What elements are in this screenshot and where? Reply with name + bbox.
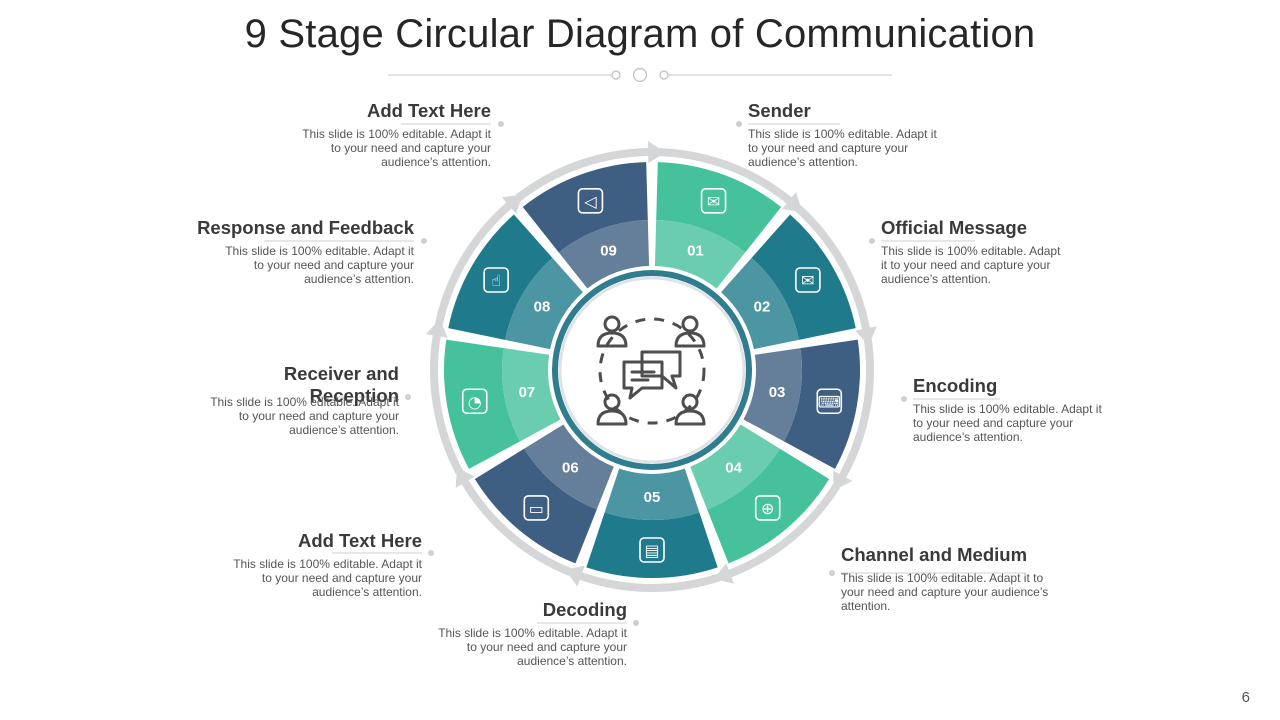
svg-text:⌨: ⌨ — [818, 392, 841, 411]
svg-text:▭: ▭ — [529, 499, 544, 518]
cycle-arrow — [434, 194, 523, 326]
label-leader-dot — [736, 121, 742, 127]
segment-number: 07 — [519, 384, 536, 401]
label-heading: Add Text Here — [297, 530, 422, 551]
label-leader-dot — [421, 238, 427, 244]
label-leader-dot — [405, 394, 411, 400]
segment-number: 03 — [769, 384, 786, 401]
label-add-text-bottom: Add Text Here This slide is 100% editabl… — [222, 530, 422, 599]
cycle-arrow — [455, 467, 572, 576]
segment-number: 01 — [687, 243, 704, 260]
cycle-arrow — [795, 205, 877, 346]
inner-ring — [552, 270, 752, 470]
label-heading: Receiver and Reception — [283, 363, 399, 406]
segment-number: 04 — [725, 459, 742, 476]
megaphone-icon: ◁ — [577, 188, 604, 214]
segment-inner — [721, 257, 799, 350]
label-leader-dot — [829, 570, 835, 576]
label-body: This slide is 100% editable. Adapt it to… — [438, 626, 627, 668]
label-leader-dot — [498, 121, 504, 127]
idea-thumbs-up-icon: ☝ — [483, 267, 509, 293]
segment-number: 08 — [534, 299, 551, 316]
label-body: This slide is 100% editable. Adapt it to… — [210, 395, 399, 437]
label-add-text-top: Add Text Here This slide is 100% editabl… — [291, 100, 491, 169]
label-heading: Add Text Here — [366, 100, 491, 121]
segment-inner — [524, 424, 614, 510]
label-leader-dot — [901, 396, 907, 402]
label-leader-dot — [428, 550, 434, 556]
chat-bubbles-icon: ▭ — [523, 495, 550, 521]
label-body: This slide is 100% editable. Adapt it to… — [881, 244, 1061, 286]
label-receiver-and-reception: Receiver and Reception This slide is 100… — [199, 363, 399, 437]
segment-inner — [604, 468, 700, 520]
code-monitor-icon: ⌨ — [816, 388, 843, 415]
svg-text:✉: ✉ — [801, 271, 814, 290]
people-conversation-icon — [596, 315, 706, 426]
label-body: This slide is 100% editable. Adapt it to… — [913, 402, 1102, 444]
segment-outer — [707, 448, 830, 564]
segment-outer — [586, 512, 718, 578]
globe-network-icon: ⊕ — [754, 495, 781, 521]
label-sender: Sender This slide is 100% editable. Adap… — [748, 100, 948, 169]
mail-network-icon: ✉ — [700, 188, 727, 214]
document-lines-icon: ▤ — [639, 537, 665, 563]
label-body: This slide is 100% editable. Adapt it to… — [841, 571, 1049, 613]
svg-text:⊕: ⊕ — [761, 499, 774, 518]
segment-outer — [656, 162, 782, 253]
cycle-arrow — [565, 565, 721, 592]
label-heading: Channel and Medium — [841, 544, 1028, 565]
satellite-dish-icon: ◔ — [461, 388, 488, 415]
label-body: This slide is 100% editable. Adapt it to… — [748, 127, 937, 169]
label-channel-and-medium: Channel and Medium This slide is 100% ed… — [841, 544, 1051, 613]
svg-text:▤: ▤ — [644, 541, 659, 560]
label-official-message: Official Message This slide is 100% edit… — [881, 217, 1081, 286]
segment-outer — [474, 448, 597, 564]
label-decoding: Decoding This slide is 100% editable. Ad… — [427, 599, 627, 668]
segment-inner — [502, 348, 561, 442]
segment-number: 05 — [644, 489, 661, 506]
segment-outer — [448, 214, 553, 340]
segment-inner — [743, 348, 803, 442]
cycle-arrow — [659, 148, 803, 212]
segment-inner — [654, 220, 746, 289]
label-leader-dot — [633, 620, 639, 626]
segment-outer — [751, 214, 856, 340]
label-body: This slide is 100% editable. Adapt it to… — [302, 127, 491, 169]
label-heading: Encoding — [913, 375, 998, 396]
label-heading: Official Message — [881, 217, 1028, 238]
svg-text:◁: ◁ — [583, 192, 597, 211]
svg-text:◔: ◔ — [468, 392, 482, 411]
label-heading: Decoding — [542, 599, 627, 620]
segment-inner — [558, 220, 650, 289]
segment-number: 02 — [754, 299, 771, 316]
envelope-document-icon: ✉ — [795, 267, 821, 293]
cycle-arrow — [515, 141, 666, 202]
slide-title: 9 Stage Circular Diagram of Communicatio… — [244, 12, 1036, 56]
label-heading: Response and Feedback — [197, 217, 414, 238]
cycle-arrow — [833, 339, 875, 491]
label-leader-dot — [869, 238, 875, 244]
page-number: 6 — [1241, 689, 1250, 706]
center-disc — [558, 276, 746, 464]
segment-outer — [522, 162, 648, 253]
title-divider — [388, 67, 892, 83]
svg-text:☝: ☝ — [491, 271, 501, 290]
label-body: This slide is 100% editable. Adapt it to… — [233, 557, 422, 599]
segment-inner — [505, 257, 583, 350]
segment-outer — [783, 339, 860, 469]
segment-inner — [690, 424, 780, 510]
label-encoding: Encoding This slide is 100% editable. Ad… — [913, 375, 1113, 444]
cycle-arrow — [425, 319, 464, 475]
label-heading: Sender — [748, 100, 811, 121]
segment-number: 09 — [600, 243, 617, 260]
svg-text:✉: ✉ — [707, 192, 720, 211]
segment-outer — [444, 339, 521, 469]
label-body: This slide is 100% editable. Adapt it to… — [225, 244, 414, 286]
cycle-arrow — [713, 483, 841, 584]
segment-number: 06 — [562, 459, 579, 476]
label-response-and-feedback: Response and Feedback This slide is 100%… — [174, 217, 414, 286]
